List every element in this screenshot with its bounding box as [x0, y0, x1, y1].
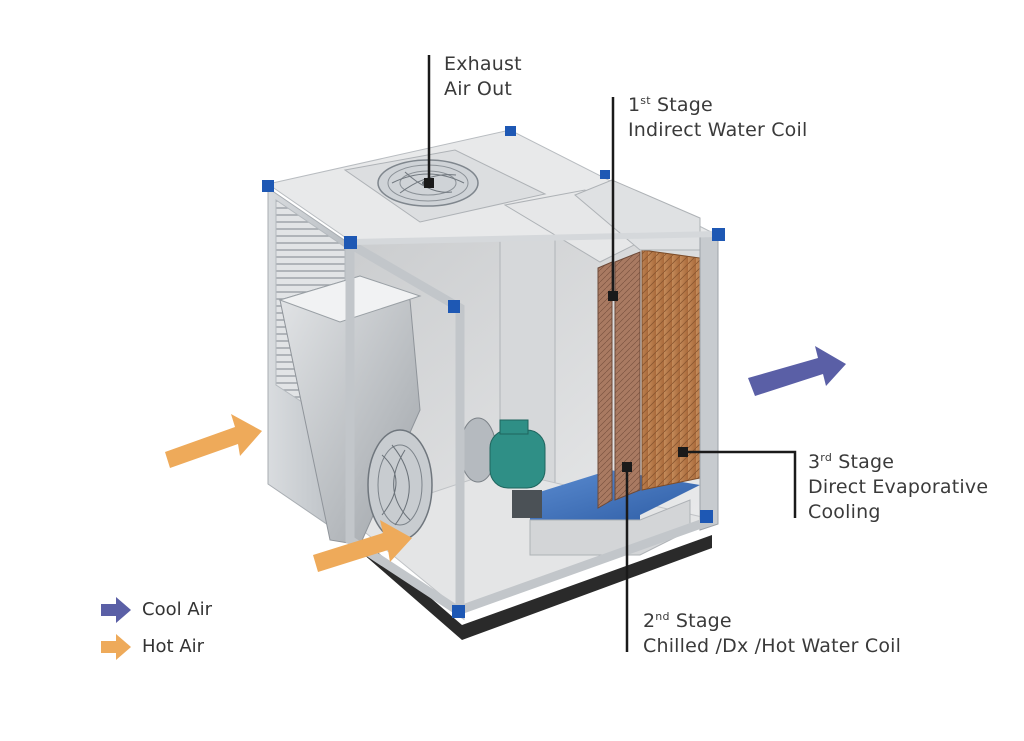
hot-air-arrows	[165, 414, 412, 572]
fan-motor	[459, 417, 546, 518]
leader-dots	[424, 178, 688, 472]
corner-caps	[262, 126, 725, 618]
stage2-word: Stage	[675, 610, 732, 632]
stage1-suffix: st	[640, 94, 651, 107]
stage2-label: 2nd Stage Chilled /Dx /Hot Water Coil	[643, 609, 901, 659]
right-frame-post	[699, 231, 719, 531]
cool-air-legend-icon	[101, 597, 131, 623]
cool-air-outlet-arrow	[748, 346, 846, 396]
stage2-description: Chilled /Dx /Hot Water Coil	[643, 635, 902, 657]
exhaust-label: Exhaust Air Out	[444, 52, 522, 102]
leader-lines	[427, 55, 797, 652]
stage2-suffix: nd	[655, 610, 670, 623]
legend-hot-air-label: Hot Air	[142, 636, 205, 657]
exhaust-label-line2: Air Out	[444, 78, 512, 100]
legend-icons	[101, 597, 131, 660]
stage3-label: 3rd Stage Direct Evaporative Cooling	[808, 450, 988, 525]
stage1-number: 1	[628, 94, 641, 116]
hot-air-legend-icon	[101, 634, 131, 660]
exhaust-label-line1: Exhaust	[444, 53, 522, 75]
hot-air-inlet-arrow-upper	[165, 414, 262, 468]
cooler-cabinet	[262, 126, 725, 640]
stage1-description: Indirect Water Coil	[628, 119, 808, 141]
stage3-word: Stage	[838, 451, 895, 473]
stage1-label: 1st Stage Indirect Water Coil	[628, 93, 807, 143]
stage1-word: Stage	[657, 94, 713, 116]
legend-cool-air-label: Cool Air	[142, 599, 213, 620]
stage3-number: 3	[808, 451, 821, 473]
stage3-description-line2: Cooling	[808, 501, 881, 523]
stage3-suffix: rd	[820, 451, 833, 464]
hot-air-inlet-arrow-lower	[313, 520, 412, 572]
stage3-leader	[683, 450, 797, 518]
stage3-evaporative-pad	[641, 249, 701, 491]
stage2-chilled-coil	[614, 251, 641, 501]
front-bottom-rail	[458, 515, 714, 615]
front-top-rail	[351, 231, 719, 245]
supply-blower	[367, 429, 433, 541]
stage1-indirect-coil	[597, 261, 613, 509]
stage2-number: 2	[643, 610, 656, 632]
stage3-description-line1: Direct Evaporative	[808, 476, 989, 498]
